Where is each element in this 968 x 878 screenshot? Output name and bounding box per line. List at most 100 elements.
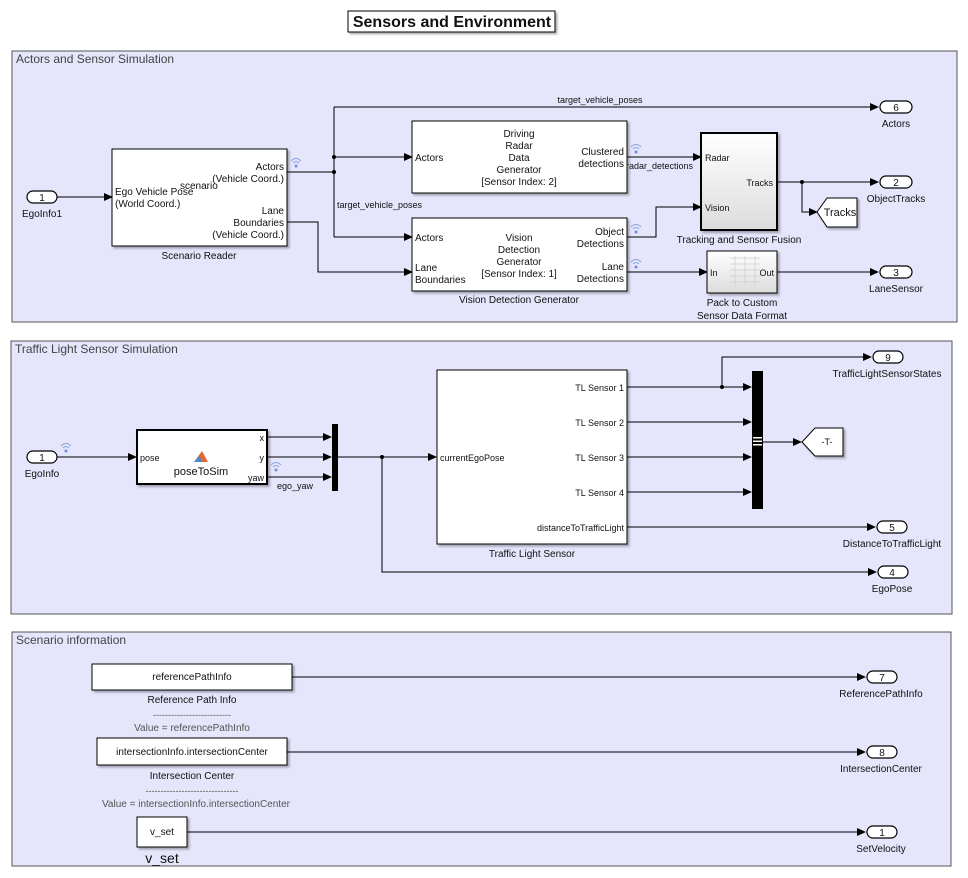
svg-text:Detection: Detection	[498, 245, 540, 256]
signal-tracks[interactable]	[777, 178, 879, 216]
svg-text:Actors: Actors	[415, 233, 443, 244]
area-title: Scenario information	[16, 633, 126, 647]
svg-text:Lane: Lane	[262, 206, 285, 217]
svg-text:-T-: -T-	[822, 437, 833, 447]
svg-text:yaw: yaw	[248, 473, 265, 483]
inport-egoinfo1[interactable]: 1 EgoInfo1	[22, 190, 62, 220]
svg-text:1: 1	[39, 453, 45, 464]
pose-to-sim-block[interactable]: pose x y yaw poseToSim	[136, 429, 268, 485]
goto-tracks-block[interactable]: Tracks	[816, 197, 858, 228]
svg-text:Driving: Driving	[503, 129, 534, 140]
svg-text:target_vehicle_poses: target_vehicle_poses	[557, 95, 643, 105]
svg-text:1: 1	[39, 193, 45, 204]
svg-text:intersectionInfo.intersectionC: intersectionInfo.intersectionCenter	[116, 747, 268, 758]
mux-block[interactable]	[332, 424, 338, 491]
svg-text:8: 8	[879, 748, 885, 759]
svg-text:ObjectTracks: ObjectTracks	[867, 194, 926, 205]
svg-text:IntersectionCenter: IntersectionCenter	[840, 764, 922, 775]
svg-text:--------------------------: --------------------------	[153, 710, 231, 720]
tracking-sensor-fusion-block[interactable]: Radar Vision Tracks Tracking and Sensor …	[677, 132, 802, 246]
constant-v-set[interactable]: v_set v_set	[136, 816, 188, 866]
outport-actors[interactable]: 6 Actors	[879, 100, 913, 130]
outport-reference-path-info[interactable]: 7 ReferencePathInfo	[839, 670, 923, 700]
svg-text:scenario: scenario	[180, 181, 218, 192]
svg-text:------------------------------: -------------------------------	[146, 786, 239, 796]
svg-text:EgoPose: EgoPose	[872, 584, 913, 595]
svg-text:1: 1	[879, 828, 885, 839]
svg-text:poseToSim: poseToSim	[174, 466, 228, 478]
signal-object-detections[interactable]	[627, 203, 702, 238]
svg-text:TL Sensor 3: TL Sensor 3	[575, 453, 624, 463]
signal-lane-boundaries[interactable]	[287, 221, 413, 276]
svg-text:TrafficLightSensorStates: TrafficLightSensorStates	[833, 369, 942, 380]
svg-text:Object: Object	[595, 227, 624, 238]
signal-target-vehicle-poses[interactable]: target_vehicle_poses target_vehicle_pose…	[287, 95, 879, 241]
scenario-reader-block[interactable]: Ego Vehicle Pose (World Coord.) scenario…	[111, 148, 288, 262]
svg-text:(World Coord.): (World Coord.)	[115, 199, 180, 210]
svg-text:Tracks: Tracks	[746, 178, 773, 188]
pack-sensor-data-block[interactable]: In Out Pack to Custom Sensor Data Format	[697, 250, 787, 322]
outport-ego-pose[interactable]: 4 EgoPose	[872, 565, 913, 595]
svg-text:Ego Vehicle Pose: Ego Vehicle Pose	[115, 187, 194, 198]
svg-text:(Vehicle Coord.): (Vehicle Coord.)	[212, 230, 284, 241]
svg-text:EgoInfo1: EgoInfo1	[22, 209, 62, 220]
goto-t-block[interactable]: -T-	[801, 427, 844, 457]
svg-text:TL Sensor 2: TL Sensor 2	[575, 418, 624, 428]
svg-text:referencePathInfo: referencePathInfo	[152, 672, 232, 683]
outport-set-velocity[interactable]: 1 SetVelocity	[856, 825, 906, 855]
svg-text:y: y	[260, 453, 265, 463]
svg-text:detections: detections	[578, 159, 624, 170]
outport-object-tracks[interactable]: 2 ObjectTracks	[867, 175, 926, 205]
svg-text:Lane: Lane	[415, 263, 438, 274]
bus-creator-block[interactable]	[752, 371, 763, 509]
svg-text:TL Sensor 1: TL Sensor 1	[575, 383, 624, 393]
svg-text:TL Sensor 4: TL Sensor 4	[575, 488, 624, 498]
svg-text:v_set: v_set	[150, 827, 174, 838]
outport-lane-sensor[interactable]: 3 LaneSensor	[869, 265, 924, 295]
vision-detection-generator-block[interactable]: Vision Detection Generator [Sensor Index…	[411, 217, 628, 306]
svg-text:Lane: Lane	[602, 262, 625, 273]
svg-text:9: 9	[885, 353, 891, 364]
svg-text:LaneSensor: LaneSensor	[869, 284, 924, 295]
traffic-light-sensor-block[interactable]: currentEgoPose TL Sensor 1 TL Sensor 2 T…	[436, 369, 628, 560]
svg-text:Intersection Center: Intersection Center	[150, 771, 235, 782]
area-scenario-information: Scenario information referencePathInfo R…	[11, 631, 952, 867]
area-title: Traffic Light Sensor Simulation	[15, 342, 178, 356]
constant-intersection-center[interactable]: intersectionInfo.intersectionCenter Inte…	[96, 737, 291, 810]
constant-reference-path-info[interactable]: referencePathInfo Reference Path Info --…	[91, 663, 293, 734]
svg-text:Actors: Actors	[256, 162, 284, 173]
outport-traffic-light-sensor-states[interactable]: 9 TrafficLightSensorStates	[833, 350, 942, 380]
svg-text:radar_detections: radar_detections	[626, 161, 694, 171]
area-traffic-light-sensor-simulation: Traffic Light Sensor Simulation 1 EgoInf…	[10, 340, 953, 615]
area-actors-sensor-simulation: Actors and Sensor Simulation 1 EgoInfo1 …	[11, 50, 958, 323]
svg-text:Actors: Actors	[415, 153, 443, 164]
signal-current-ego-pose[interactable]	[338, 453, 877, 576]
svg-text:[Sensor Index: 2]: [Sensor Index: 2]	[481, 177, 557, 188]
outport-distance-to-traffic-light[interactable]: 5 DistanceToTrafficLight	[843, 520, 942, 550]
svg-text:Data: Data	[508, 153, 530, 164]
svg-text:7: 7	[879, 673, 885, 684]
svg-text:(Vehicle Coord.): (Vehicle Coord.)	[212, 174, 284, 185]
svg-text:Actors: Actors	[882, 119, 910, 130]
svg-text:Boundaries: Boundaries	[233, 218, 284, 229]
svg-text:Pack to Custom: Pack to Custom	[707, 298, 778, 309]
svg-text:In: In	[710, 268, 718, 278]
svg-text:Scenario Reader: Scenario Reader	[161, 251, 237, 262]
svg-text:3: 3	[893, 268, 899, 279]
svg-text:Tracks: Tracks	[824, 207, 857, 219]
inport-egoinfo[interactable]: 1 EgoInfo	[25, 450, 60, 480]
svg-text:[Sensor Index: 1]: [Sensor Index: 1]	[481, 269, 557, 280]
outport-intersection-center[interactable]: 8 IntersectionCenter	[840, 745, 923, 775]
svg-text:pose: pose	[140, 453, 160, 463]
svg-text:Tracking and Sensor Fusion: Tracking and Sensor Fusion	[677, 235, 802, 246]
radar-data-generator-block[interactable]: Driving Radar Data Generator [Sensor Ind…	[411, 120, 628, 194]
svg-text:currentEgoPose: currentEgoPose	[440, 453, 505, 463]
svg-text:ego_yaw: ego_yaw	[277, 481, 314, 491]
svg-text:5: 5	[889, 523, 895, 534]
svg-text:target_vehicle_poses: target_vehicle_poses	[337, 200, 423, 210]
svg-text:Clustered: Clustered	[581, 147, 624, 158]
svg-text:Radar: Radar	[505, 141, 533, 152]
svg-text:ReferencePathInfo: ReferencePathInfo	[839, 689, 923, 700]
signal-tl-sensors[interactable]	[627, 353, 872, 496]
svg-text:2: 2	[893, 178, 899, 189]
